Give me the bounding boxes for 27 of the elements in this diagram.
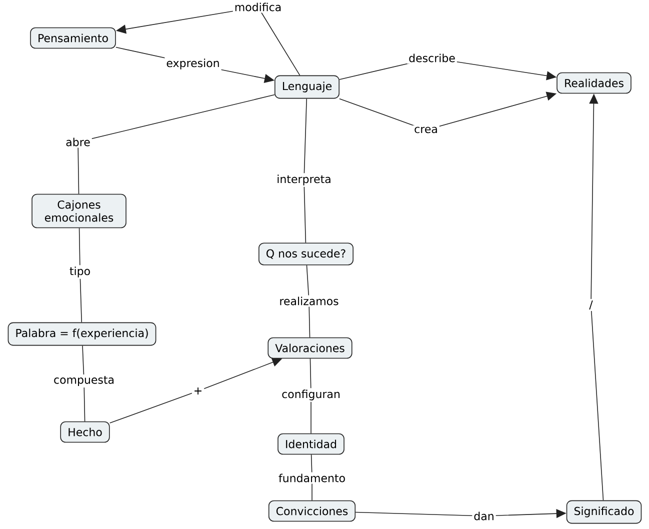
edge-label: realizamos [278, 295, 340, 307]
concept-box: Palabra = f(experiencia) [8, 322, 156, 346]
edge-label: + [192, 386, 204, 396]
concept-box: Lenguaje [274, 75, 340, 99]
edge-label: dan [472, 510, 496, 522]
connector-line [304, 98, 308, 244]
edge-label: modifica [232, 1, 284, 13]
concept-box: Identidad [278, 433, 344, 455]
edge-label: / [588, 298, 594, 312]
edge-label: fundamento [276, 472, 348, 484]
edge-label: abre [64, 136, 92, 148]
concept-box: Valoraciones [268, 337, 352, 359]
concept-box: Realidades [556, 72, 632, 94]
edge-label: expresion [164, 57, 222, 71]
concept-box: Significado [566, 500, 642, 524]
connector-line [78, 94, 275, 194]
edge-label: compuesta [52, 374, 116, 388]
edge-label: interpreta [275, 173, 333, 187]
concept-box: Cajones emocionales [32, 194, 126, 228]
concept-box: Q nos sucede? [258, 242, 354, 266]
concept-box: Pensamiento [30, 27, 116, 49]
concept-box: Hecho [60, 421, 110, 443]
concept-box: Convicciones [268, 500, 356, 522]
edge-label: tipo [68, 265, 92, 279]
edge-label: describe [407, 52, 457, 64]
edge-label: configuran [280, 388, 342, 402]
edge-label: crea [412, 125, 440, 135]
